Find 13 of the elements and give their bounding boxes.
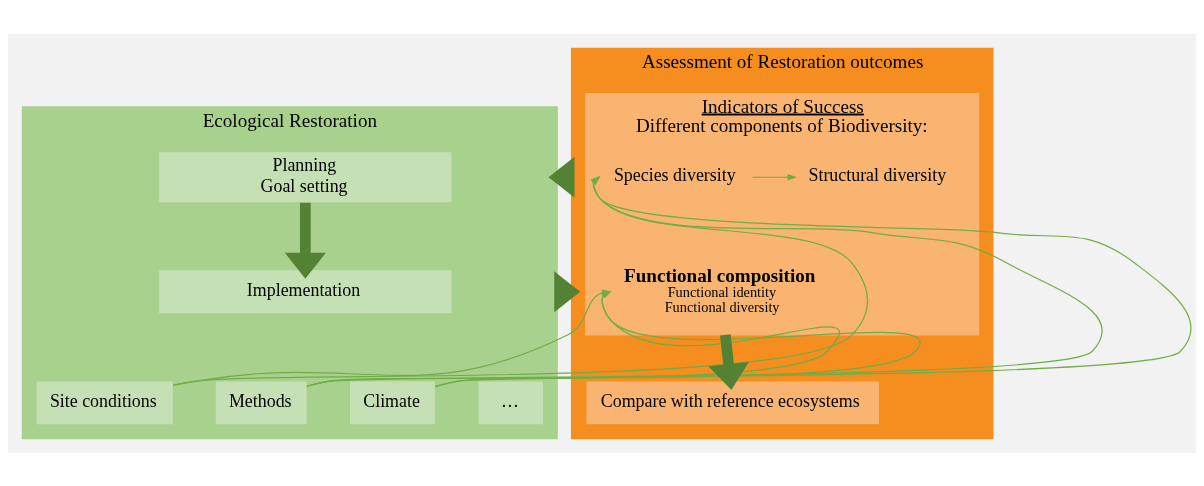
node-text: Functional composition Functional identity Functional diversity (624, 264, 816, 315)
node-box: Site conditions (36, 380, 173, 424)
node-box: Methods (215, 380, 307, 424)
node-text: Structural diversity (808, 164, 947, 185)
node-box: … (478, 380, 543, 424)
arrow (752, 173, 798, 181)
arrow (284, 202, 326, 279)
arrow (708, 333, 749, 390)
node-box: Implementation (159, 269, 452, 313)
node-text: Species diversity (613, 164, 736, 185)
node-box: Planning Goal setting (159, 151, 452, 202)
node-box: Climate (350, 380, 435, 424)
node-box: Compare with reference ecosystems (586, 380, 879, 424)
